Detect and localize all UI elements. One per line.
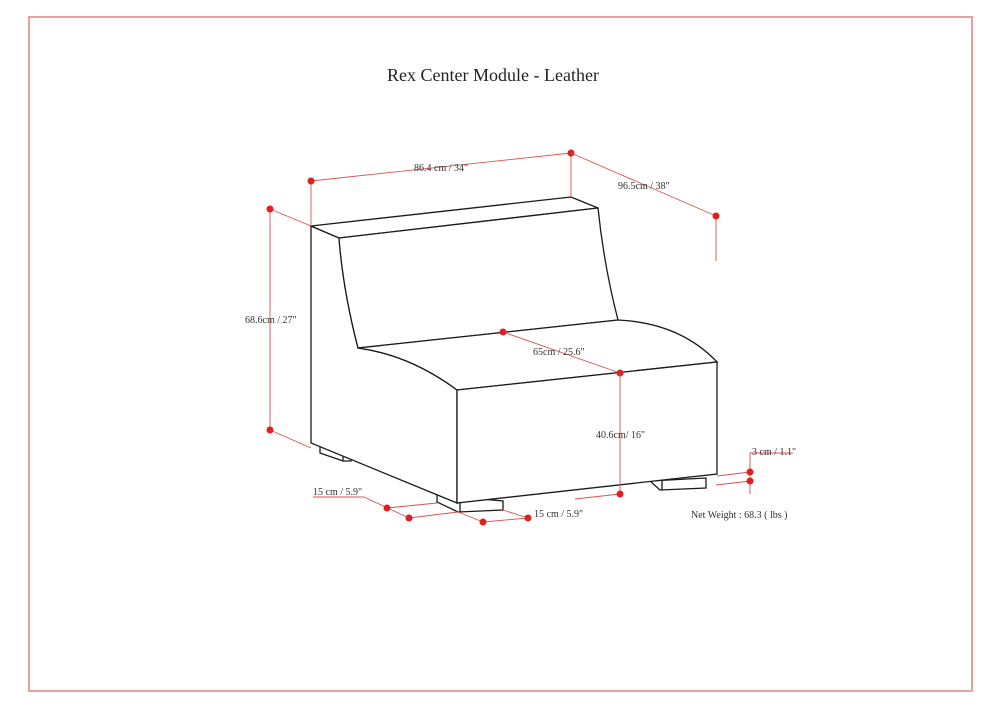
front-face <box>456 361 718 504</box>
drawing-frame <box>28 16 973 692</box>
height-label: 68.6cm / 27" <box>245 315 297 326</box>
seat-height-label: 40.6cm/ 16" <box>596 430 645 441</box>
dimension-labels: 86.4 cm / 34" 96.5cm / 38" 68.6cm / 27" … <box>245 163 796 521</box>
leg-width-left-label: 15 cm / 5.9" <box>313 487 362 498</box>
dimension-lines <box>266 149 793 526</box>
leg-front-right <box>648 477 707 491</box>
sofa-module-drawing <box>308 196 719 513</box>
leg-height-label: 3 cm / 1.1" <box>752 447 796 458</box>
diagram-title: Rex Center Module - Leather <box>387 65 599 85</box>
depth-label: 96.5cm / 38" <box>618 181 670 192</box>
leg-width-right-label: 15 cm / 5.9" <box>534 509 583 520</box>
net-weight-label: Net Weight : 68.3 ( lbs ) <box>691 510 788 521</box>
seat-depth-label: 65cm / 25.6" <box>533 347 585 358</box>
width-label: 86.4 cm / 34" <box>414 163 468 174</box>
